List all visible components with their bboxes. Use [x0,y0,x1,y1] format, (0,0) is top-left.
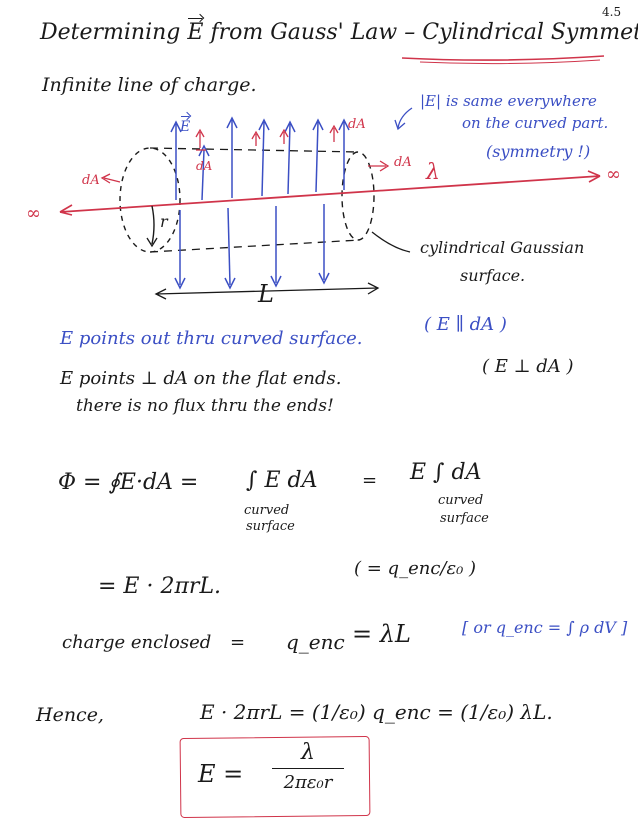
statement-curved-paren: ( E ∥ dA ) [424,314,507,335]
title-middle: from Gauss' Law – [210,20,416,45]
label-r: r [160,212,168,231]
note-surface-2: surface. [460,266,526,285]
flux-rhs: E ∫ dA [410,460,482,485]
note-surface-1: cylindrical Gaussian [420,238,585,257]
page-number: 4.5 [602,5,622,19]
flux-mid: ∫ E dA [246,468,318,493]
label-lambda: λ [426,160,440,185]
title-prefix: Determining [40,20,181,45]
label-infinity-left: ∞ [26,203,41,224]
label-dA-top: dA [348,117,366,132]
charge-bracket: [ or q_enc = ∫ ρ dV ] [462,618,628,637]
statement-no-flux: there is no flux thru the ends! [76,396,334,416]
hence-equation: E · 2πrL = (1/ε₀) q_enc = (1/ε₀) λL. [200,700,553,724]
statement-flat: E points ⊥ dA on the flat ends. [60,368,342,389]
subtitle: Infinite line of charge. [42,74,257,96]
final-denominator: 2πε₀r [283,772,333,793]
final-lhs: E = [198,760,244,788]
curved-label-1: curved [244,503,290,518]
curved-label-3: curved [438,493,484,508]
curved-label-2: surface [246,519,295,534]
hence-label: Hence, [36,704,104,726]
title-topic: Cylindrical Symmetry. [422,20,638,45]
title-vector-E: E [187,18,204,45]
statement-flat-paren: ( E ⊥ dA ) [482,356,574,377]
flux-eq2: = [362,470,378,491]
note-symmetry-1: |E| is same everywhere [420,92,597,110]
flux-paren: ( = q_enc/ε₀ ) [354,558,477,579]
final-numerator: λ [301,740,315,765]
page-title: Determining E from Gauss' Law – Cylindri… [40,18,638,45]
label-dA-inner: dA [196,159,213,173]
statement-curved: E points out thru curved surface. [60,328,363,349]
label-L: L [258,280,274,308]
fraction-bar [272,768,344,769]
label-dA-right: dA [394,155,412,170]
note-symmetry-2: on the curved part. [462,114,609,132]
charge-qenc: q_enc [286,630,345,654]
charge-label: charge enclosed [62,632,212,653]
charge-rhs: = λL [352,620,411,648]
charge-eq: = [230,632,246,653]
curved-label-4: surface [440,511,489,526]
final-fraction: λ 2πε₀r [268,740,348,795]
label-infinity-right: ∞ [606,164,621,185]
label-E: E [180,116,191,135]
note-symmetry-3: (symmetry !) [486,142,591,161]
flux-lhs: Φ = ∮E·dA = [58,470,199,495]
flux-result: = E · 2πrL. [98,574,222,599]
label-dA-left: dA [82,173,100,188]
